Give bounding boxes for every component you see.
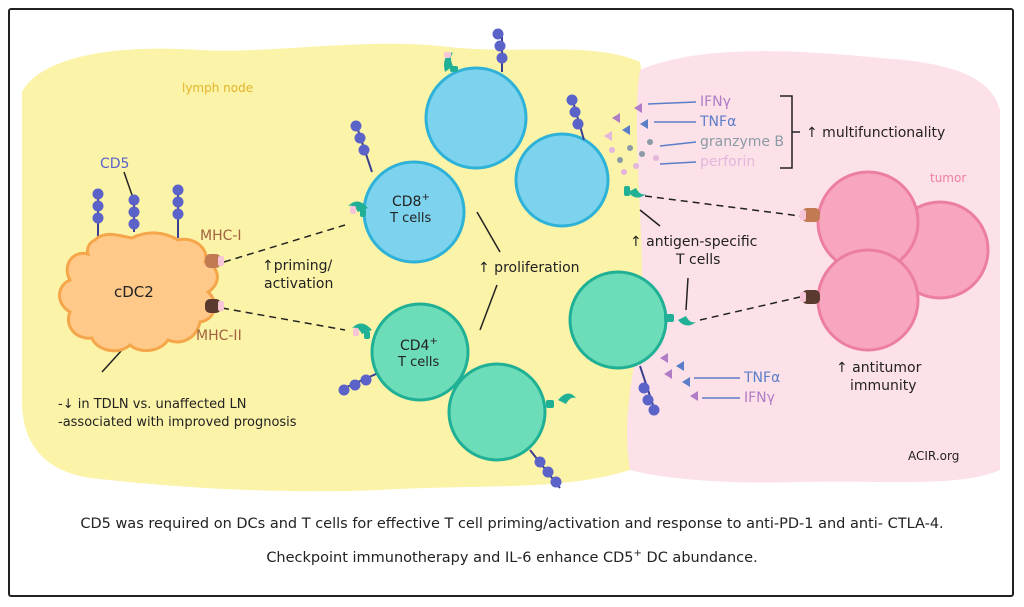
priming-label-2: activation [264, 276, 333, 292]
antitumor-label-2: immunity [850, 378, 917, 394]
cd4-label: CD4+ [400, 336, 438, 354]
mhc2-molecule [205, 299, 221, 313]
cd5-chains-dc [92, 184, 184, 238]
cytokine-particles-cd4 [660, 353, 698, 401]
cd4-tcell-2 [447, 362, 547, 462]
cd4-sublabel: T cells [397, 355, 439, 370]
cd4-tcell [370, 302, 470, 402]
antigen-label-2: T cells [675, 252, 720, 268]
dc-note-2: -associated with improved prognosis [58, 415, 297, 430]
tumor-region [627, 51, 1000, 483]
caption-line-1: CD5 was required on DCs and T cells for … [80, 516, 944, 532]
mhc1-label: MHC-I [200, 228, 242, 244]
caption-line-2-text: Checkpoint immunotherapy and IL-6 enhanc… [266, 549, 634, 566]
caption-line-2-end: DC abundance. [641, 549, 758, 566]
cd4-cytokine-2: IFNγ [744, 390, 775, 406]
antitumor-label-1: ↑ antitumor [836, 360, 922, 376]
cd8-sublabel: T cells [389, 211, 431, 226]
cd8-cytokine-4: perforin [700, 154, 755, 170]
mhc1-molecule [205, 254, 221, 268]
dc-note-1: -↓ in TDLN vs. unaffected LN [58, 397, 246, 412]
caption-line-2: Checkpoint immunotherapy and IL-6 enhanc… [0, 548, 1024, 566]
cd8-cytokine-1: IFNγ [700, 94, 731, 110]
cd8-label: CD8+ [392, 192, 430, 210]
tumor-label: tumor [930, 171, 966, 185]
proliferation-label: ↑ proliferation [478, 260, 580, 276]
cd8-tcell-activated [514, 132, 610, 228]
cd8-tcell-top [424, 66, 528, 170]
cd5-label: CD5 [100, 156, 129, 172]
multifunctionality-label: ↑ multifunctionality [806, 125, 945, 141]
cd4-cytokine-1: TNFα [743, 370, 780, 386]
cd8-cytokine-3: granzyme B [700, 134, 784, 150]
lymph-node-label: lymph node [182, 81, 253, 95]
mhc2-label: MHC-II [196, 328, 242, 344]
priming-label-1: ↑priming/ [262, 258, 333, 274]
cd4-tcell-activated [568, 270, 668, 370]
cd8-cytokine-2: TNFα [699, 114, 736, 130]
dendritic-cell [58, 231, 219, 353]
caption-line-2-sup: + [633, 548, 642, 559]
cdc2-label: cDC2 [114, 283, 154, 301]
cytokine-particles-cd8 [604, 103, 659, 175]
antigen-label-1: ↑ antigen-specific [630, 234, 757, 250]
acir-label: ACIR.org [908, 449, 959, 463]
tumor-cell-3 [816, 248, 920, 352]
